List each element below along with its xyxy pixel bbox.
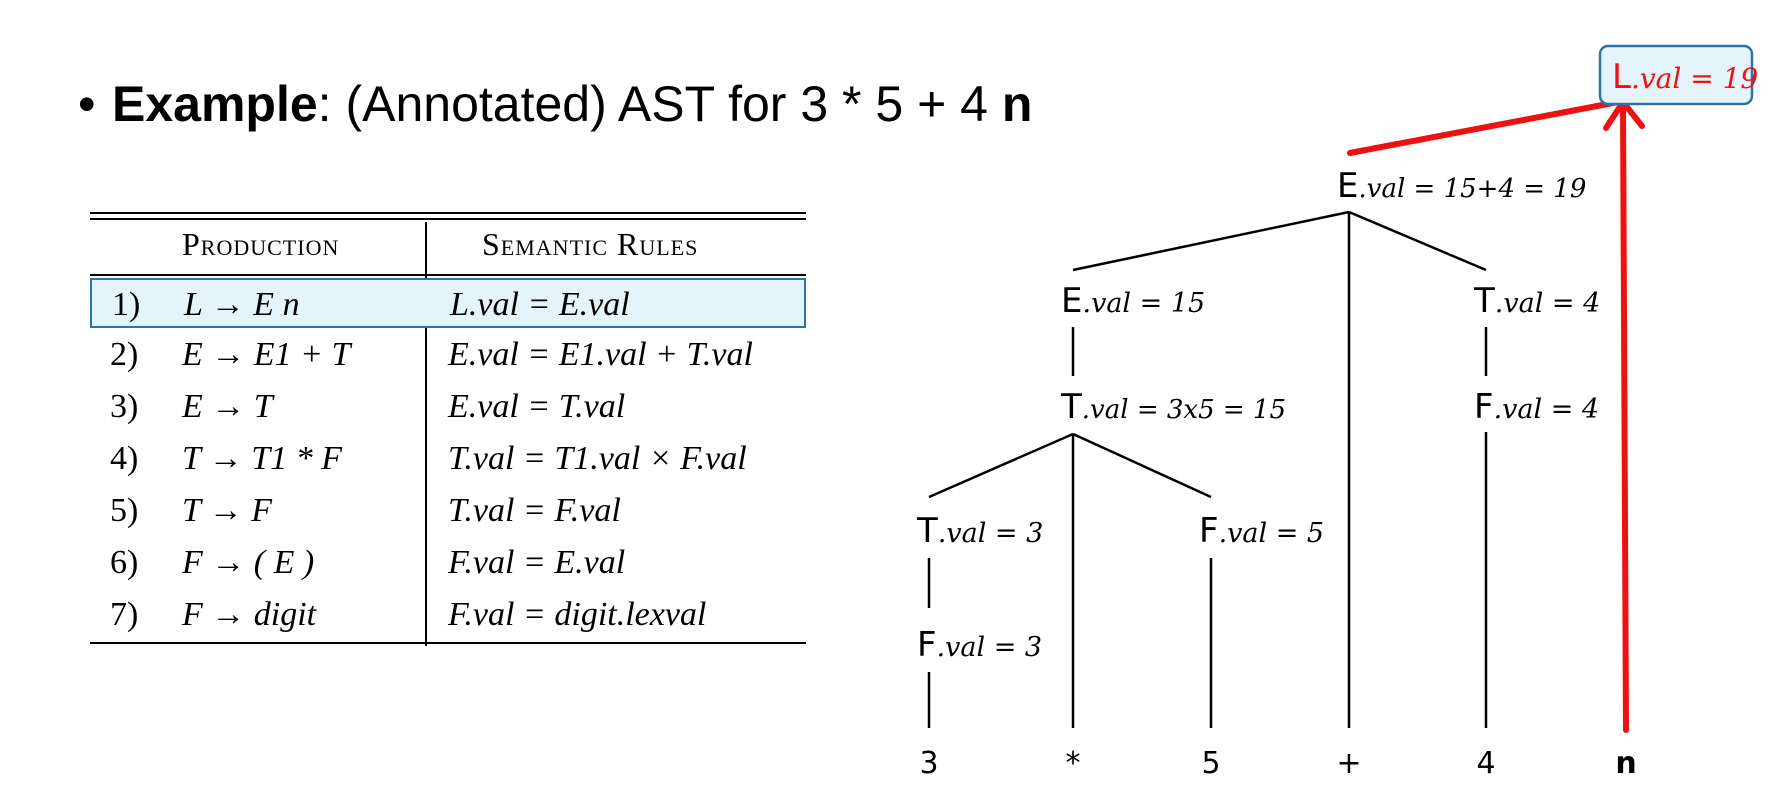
edge-T1-T2 bbox=[928, 432, 1074, 499]
semantic-rule: T.val = T1.val × F.val bbox=[448, 440, 747, 477]
node-T-right: T.val = 4 bbox=[1473, 281, 1600, 321]
red-arrow-n-to-L bbox=[1620, 103, 1629, 733]
leaf-star: * bbox=[1066, 746, 1081, 781]
production: E → E1 + T bbox=[182, 336, 351, 373]
node-symbol: T bbox=[1473, 281, 1495, 321]
edge-T1-F1 bbox=[1072, 432, 1212, 499]
node-E-left: E.val = 15 bbox=[1061, 281, 1205, 321]
node-symbol: F bbox=[1199, 511, 1219, 551]
node-annotation: .val = 3x5 = 15 bbox=[1082, 395, 1286, 425]
tree-edges bbox=[927, 210, 1488, 728]
production: F → ( E ) bbox=[182, 544, 315, 581]
node-symbol: T bbox=[916, 511, 938, 551]
node-T-left: T.val = 3 bbox=[916, 511, 1043, 551]
title-bullet: • bbox=[78, 76, 96, 132]
header-rule bbox=[90, 274, 806, 276]
table-bottom-rule bbox=[90, 642, 806, 644]
node-annotation: .val = 15+4 = 19 bbox=[1358, 174, 1586, 204]
slide-title: •Example: (Annotated) AST for 3 * 5 + 4 … bbox=[78, 74, 1032, 134]
table-row-1: 1) L → E n L.val = E.val bbox=[90, 278, 806, 328]
row-number: 7) bbox=[110, 596, 139, 633]
semantic-rule: L.val = E.val bbox=[450, 286, 630, 323]
header-semantic-rules: Semantic Rules bbox=[482, 226, 699, 262]
row-number: 3) bbox=[110, 388, 139, 425]
semantic-rule: F.val = E.val bbox=[448, 544, 626, 581]
node-annotation: .val = 4 bbox=[1494, 394, 1600, 425]
title-text: : (Annotated) AST for 3 * 5 + 4 bbox=[317, 76, 1002, 132]
leaf-4: 4 bbox=[1476, 746, 1495, 781]
edge-E0-E1 bbox=[1072, 210, 1350, 272]
node-symbol: L bbox=[1612, 57, 1631, 97]
table-row-6: 6) F → ( E ) F.val = E.val bbox=[90, 538, 806, 588]
production: T → F bbox=[182, 492, 273, 529]
node-annotation: .val = 5 bbox=[1219, 518, 1325, 549]
node-F-right: F.val = 4 bbox=[1474, 387, 1599, 427]
production: F → digit bbox=[182, 596, 317, 633]
production: T → T1 * F bbox=[182, 440, 342, 477]
edge-E0-T0 bbox=[1348, 210, 1487, 272]
leaf-plus: + bbox=[1336, 746, 1361, 781]
red-arrow-E-to-L bbox=[1347, 99, 1621, 156]
table-row-3: 3) E → T E.val = T.val bbox=[90, 382, 806, 432]
node-annotation: .val = 3 bbox=[937, 632, 1043, 663]
table-row-4: 4) T → T1 * F T.val = T1.val × F.val bbox=[90, 434, 806, 484]
node-annotation: .val = 15 bbox=[1082, 288, 1205, 319]
node-symbol: E bbox=[1061, 281, 1082, 321]
node-symbol: E bbox=[1337, 166, 1358, 206]
row-number: 4) bbox=[110, 440, 139, 477]
production: L → E n bbox=[184, 286, 300, 323]
table-top-rule bbox=[90, 212, 806, 214]
node-E-root: E.val = 15+4 = 19 bbox=[1337, 166, 1586, 206]
row-number: 5) bbox=[110, 492, 139, 529]
root-node-box bbox=[1598, 44, 1754, 106]
table-row-7: 7) F → digit F.val = digit.lexval bbox=[90, 590, 806, 640]
row-number: 2) bbox=[110, 336, 139, 373]
node-annotation: .val = 19 bbox=[1631, 62, 1758, 95]
table-row-5: 5) T → F T.val = F.val bbox=[90, 486, 806, 536]
node-symbol: F bbox=[1474, 387, 1494, 427]
semantic-rule: T.val = F.val bbox=[448, 492, 621, 529]
node-T-mult: T.val = 3x5 = 15 bbox=[1060, 387, 1286, 427]
title-bold: Example bbox=[112, 76, 318, 132]
grammar-table: Production Semantic Rules 1) L → E n L.v… bbox=[90, 212, 806, 646]
leaf-n: n bbox=[1615, 746, 1636, 781]
node-F-left: F.val = 3 bbox=[917, 625, 1042, 665]
node-annotation: .val = 3 bbox=[938, 518, 1044, 549]
node-symbol: F bbox=[917, 625, 937, 665]
production: E → T bbox=[182, 388, 273, 425]
node-annotation: .val = 4 bbox=[1495, 288, 1601, 319]
row-number: 6) bbox=[110, 544, 139, 581]
semantic-rule: E.val = E1.val + T.val bbox=[448, 336, 753, 373]
header-production: Production bbox=[182, 226, 340, 262]
node-F-mid: F.val = 5 bbox=[1199, 511, 1324, 551]
title-tail: n bbox=[1001, 76, 1033, 132]
root-node-L: L.val = 19 bbox=[1612, 57, 1758, 97]
row-number: 1) bbox=[112, 286, 141, 323]
node-symbol: T bbox=[1060, 387, 1082, 427]
leaf-3: 3 bbox=[919, 746, 938, 781]
table-top-rule-2 bbox=[90, 218, 806, 220]
semantic-rule: E.val = T.val bbox=[448, 388, 626, 425]
column-divider bbox=[425, 222, 427, 646]
semantic-rule: F.val = digit.lexval bbox=[448, 596, 707, 633]
leaf-5: 5 bbox=[1201, 746, 1220, 781]
table-row-2: 2) E → E1 + T E.val = E1.val + T.val bbox=[90, 330, 806, 380]
